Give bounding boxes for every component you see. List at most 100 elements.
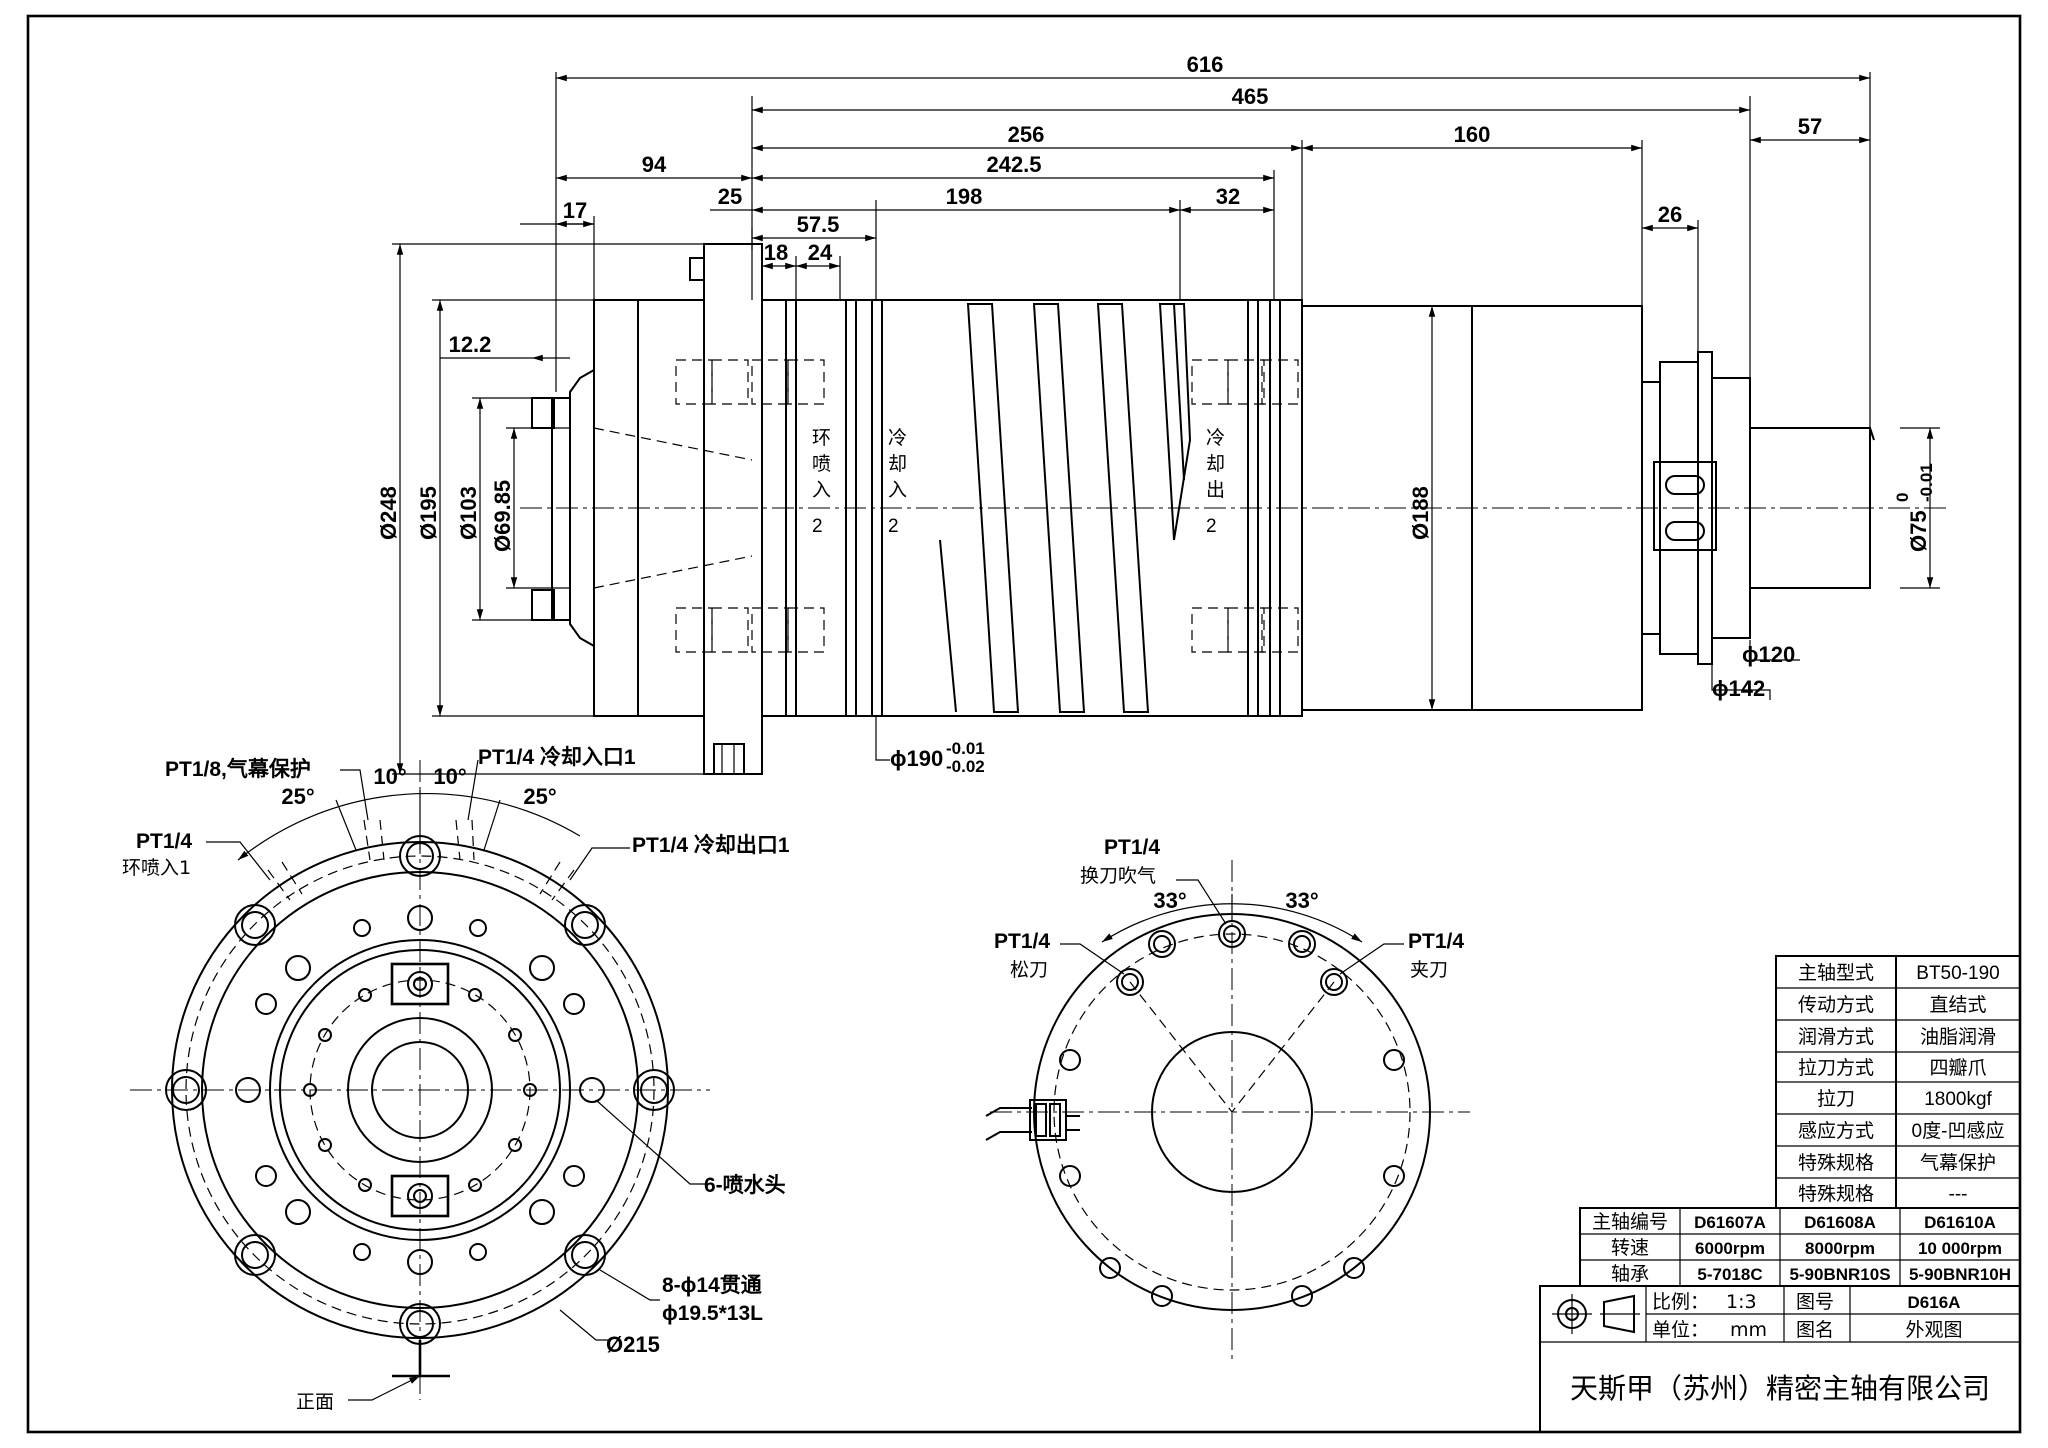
dim-dia75-tol-up: 0 bbox=[1893, 493, 1912, 502]
dim-phi190-tol-low: -0.02 bbox=[946, 757, 985, 776]
tb-drawing-no-label: 图号 bbox=[1796, 1291, 1834, 1313]
tb-unit-value: mm bbox=[1730, 1319, 1767, 1341]
angle-33-right: 33° bbox=[1285, 888, 1318, 913]
rear-view: 33° 33° PT1/4 换刀吹气 PT1/4 松刀 PT1/4 夹刀 bbox=[985, 836, 1470, 1360]
dim-256: 256 bbox=[1008, 122, 1045, 147]
model-row1-2: 5-90BNR10S bbox=[1789, 1265, 1890, 1284]
side-label-coolant-out-2: 出 bbox=[1206, 479, 1225, 501]
spec-label-5: 感应方式 bbox=[1798, 1120, 1874, 1142]
label-holes-through: 8-ϕ14贯通 bbox=[662, 1274, 762, 1297]
side-label-coolant-out-3: 2 bbox=[1206, 516, 1217, 537]
tb-scale-value: 1:3 bbox=[1726, 1291, 1757, 1313]
angle-33-left: 33° bbox=[1153, 888, 1186, 913]
label-pt14-cool-out: PT1/4 冷却出口1 bbox=[632, 833, 790, 857]
dim-phi142: ϕ142 bbox=[1712, 676, 1765, 701]
tb-unit-label: 单位： bbox=[1652, 1319, 1709, 1341]
side-label-ring-spray-1: 喷 bbox=[812, 453, 831, 475]
spec-label-7: 特殊规格 bbox=[1798, 1183, 1874, 1205]
side-view: 环 喷 入 2 冷 却 入 2 冷 却 出 2 bbox=[376, 52, 1950, 776]
model-row0-1: 6000rpm bbox=[1695, 1239, 1765, 1258]
title-block: 比例： 1:3 图号 D616A 单位： mm 图名 外观图 天斯甲（苏州）精密… bbox=[1539, 1285, 2021, 1433]
tb-company: 天斯甲（苏州）精密主轴有限公司 bbox=[1570, 1372, 1990, 1405]
model-row1-3: 5-90BNR10H bbox=[1909, 1265, 2011, 1284]
dim-616: 616 bbox=[1187, 52, 1224, 77]
spec-label-4: 拉刀 bbox=[1817, 1088, 1855, 1110]
spec-value-5: 0度-凹感应 bbox=[1912, 1120, 2005, 1142]
tb-drawing-name-label: 图名 bbox=[1796, 1319, 1834, 1341]
dim-12-2: 12.2 bbox=[449, 332, 492, 357]
dim-465: 465 bbox=[1232, 84, 1269, 109]
dim-26: 26 bbox=[1658, 202, 1682, 227]
spec-label-2: 润滑方式 bbox=[1798, 1026, 1874, 1048]
spec-label-3: 拉刀方式 bbox=[1798, 1057, 1874, 1079]
model-row1-0: 轴承 bbox=[1611, 1263, 1649, 1285]
dim-dia103: Ø103 bbox=[456, 486, 481, 540]
angle-10-left: 10° bbox=[373, 764, 406, 789]
side-label-ring-spray-2: 入 bbox=[812, 480, 831, 501]
model-table: 主轴编号 D61607A D61608A D61610A 转速 6000rpm … bbox=[1579, 1207, 2021, 1287]
spec-table: 主轴型式 传动方式 润滑方式 拉刀方式 拉刀 感应方式 特殊规格 特殊规格 BT… bbox=[1775, 955, 2021, 1209]
label-ring-spray-1: 环喷入1 bbox=[122, 857, 191, 879]
angle-10-right: 10° bbox=[433, 764, 466, 789]
side-label-ring-spray-3: 2 bbox=[812, 516, 823, 537]
dim-phi190: ϕ190 bbox=[890, 746, 943, 771]
spec-value-2: 油脂润滑 bbox=[1920, 1026, 1996, 1048]
label-pt14-ring: PT1/4 bbox=[136, 830, 192, 853]
dim-dia75-tol-low: -0.01 bbox=[1917, 463, 1936, 502]
angle-25-right: 25° bbox=[523, 784, 556, 809]
dim-94: 94 bbox=[642, 152, 667, 177]
projection-symbol bbox=[1552, 1294, 1640, 1334]
dim-25: 25 bbox=[718, 184, 742, 209]
spec-label-1: 传动方式 bbox=[1798, 994, 1874, 1016]
label-pt14-tool-blow: PT1/4 bbox=[1104, 836, 1160, 859]
dim-dia75: Ø75 bbox=[1906, 510, 1931, 552]
dim-18: 18 bbox=[764, 240, 788, 265]
dim-24: 24 bbox=[808, 240, 833, 265]
front-view: 10° 10° 25° 25° PT1/8,气幕保护 PT1/4 冷却入口1 P… bbox=[122, 745, 790, 1413]
dim-dia248: Ø248 bbox=[376, 486, 401, 540]
model-row0-0: 转速 bbox=[1611, 1237, 1649, 1259]
model-header-2: D61608A bbox=[1804, 1213, 1876, 1232]
label-front-face: 正面 bbox=[296, 1391, 334, 1413]
label-nozzle: 6-喷水头 bbox=[704, 1174, 786, 1197]
model-header-0: 主轴编号 bbox=[1592, 1211, 1668, 1233]
model-header-1: D61607A bbox=[1694, 1213, 1766, 1232]
label-dia215: Ø215 bbox=[606, 1332, 660, 1357]
side-label-coolant-in-1: 却 bbox=[888, 453, 907, 475]
dim-242-5: 242.5 bbox=[986, 152, 1041, 177]
spec-value-3: 四瓣爪 bbox=[1929, 1057, 1986, 1079]
spec-value-7: --- bbox=[1949, 1184, 1968, 1205]
spec-value-6: 气幕保护 bbox=[1920, 1152, 1996, 1174]
side-label-coolant-out-0: 冷 bbox=[1206, 427, 1225, 449]
dim-phi190-tol-up: -0.01 bbox=[946, 739, 985, 758]
label-clamp: 夹刀 bbox=[1410, 959, 1448, 981]
dim-198: 198 bbox=[946, 184, 983, 209]
side-label-coolant-in-3: 2 bbox=[888, 516, 899, 537]
side-label-coolant-out-1: 却 bbox=[1206, 453, 1225, 475]
tb-scale-label: 比例： bbox=[1652, 1291, 1709, 1313]
label-pt18-air: PT1/8,气幕保护 bbox=[165, 757, 311, 781]
spec-label-0: 主轴型式 bbox=[1798, 962, 1874, 984]
dim-dia69-85: Ø69.85 bbox=[490, 480, 515, 552]
side-label-coolant-in-0: 冷 bbox=[888, 427, 907, 449]
spec-value-4: 1800kgf bbox=[1924, 1089, 1992, 1110]
dim-dia188: Ø188 bbox=[1408, 486, 1433, 540]
label-tool-blow: 换刀吹气 bbox=[1080, 865, 1156, 887]
model-row0-2: 8000rpm bbox=[1805, 1239, 1875, 1258]
dim-dia195: Ø195 bbox=[416, 486, 441, 540]
spec-value-0: BT50-190 bbox=[1916, 963, 1999, 984]
tb-drawing-no: D616A bbox=[1908, 1293, 1961, 1312]
tb-drawing-name: 外观图 bbox=[1905, 1319, 1962, 1341]
model-header-3: D61610A bbox=[1924, 1213, 1996, 1232]
side-label-ring-spray-0: 环 bbox=[812, 428, 831, 449]
label-release: 松刀 bbox=[1010, 959, 1048, 981]
spec-value-1: 直结式 bbox=[1929, 994, 1986, 1016]
dim-17: 17 bbox=[563, 198, 587, 223]
label-pt14-clamp: PT1/4 bbox=[1408, 930, 1464, 953]
model-row1-1: 5-7018C bbox=[1697, 1265, 1762, 1284]
dim-57-5: 57.5 bbox=[797, 212, 840, 237]
label-pt14-cool-in: PT1/4 冷却入口1 bbox=[478, 745, 636, 769]
dim-phi120: ϕ120 bbox=[1742, 642, 1795, 667]
label-pt14-release: PT1/4 bbox=[994, 930, 1050, 953]
